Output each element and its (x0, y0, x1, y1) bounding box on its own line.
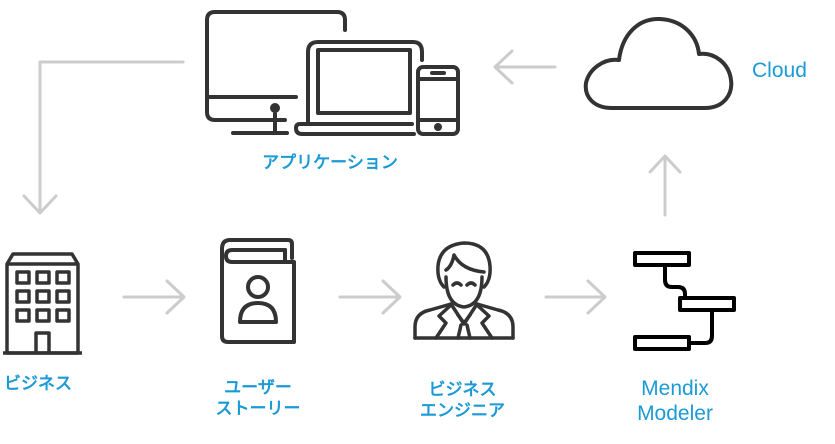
label-line: Mendix (641, 377, 709, 400)
label-mendix-modeler: Mendix Modeler (610, 376, 740, 426)
arrowhead-up-icon (648, 154, 682, 174)
label-line: ビジネス (428, 380, 497, 400)
phone-icon (416, 65, 460, 136)
building-icon (3, 252, 82, 355)
label-line: Modeler (637, 402, 713, 426)
edge-mendix-modeler-to-cloud (648, 154, 682, 217)
arrowhead-right-icon (165, 279, 186, 315)
flow-diagram-icon (633, 251, 736, 351)
cloud-icon (583, 16, 734, 110)
edge-cloud-to-application (493, 49, 557, 85)
arrowhead-down-icon (22, 194, 58, 215)
edge-business-to-user-story (122, 279, 186, 315)
edge-business-engineer-to-mendix-modeler (544, 279, 607, 315)
label-line: ビジネス (4, 374, 72, 394)
edge-application-to-business (38, 60, 185, 214)
label-line: アプリケーション (262, 153, 398, 173)
arrowhead-left-icon (493, 49, 514, 85)
monitor-icon (205, 10, 347, 135)
label-line: エンジニア (420, 401, 505, 422)
user-book-icon (220, 238, 296, 344)
label-line: ユーザー (224, 378, 292, 398)
edge-user-story-to-business-engineer (338, 279, 402, 315)
label-business-engineer: ビジネス エンジニア (400, 380, 525, 423)
label-user-story: ユーザー ストーリー (198, 378, 318, 421)
label-cloud: Cloud (752, 58, 807, 83)
devices-icon (205, 10, 460, 136)
label-line: ストーリー (215, 399, 301, 420)
arrowhead-right-icon (381, 279, 402, 315)
label-line: Cloud (752, 59, 807, 82)
label-business: ビジネス (0, 374, 94, 395)
laptop-icon (294, 40, 424, 136)
arrowhead-right-icon (586, 279, 607, 315)
label-application: アプリケーション (250, 153, 410, 174)
businessman-icon (413, 241, 515, 340)
